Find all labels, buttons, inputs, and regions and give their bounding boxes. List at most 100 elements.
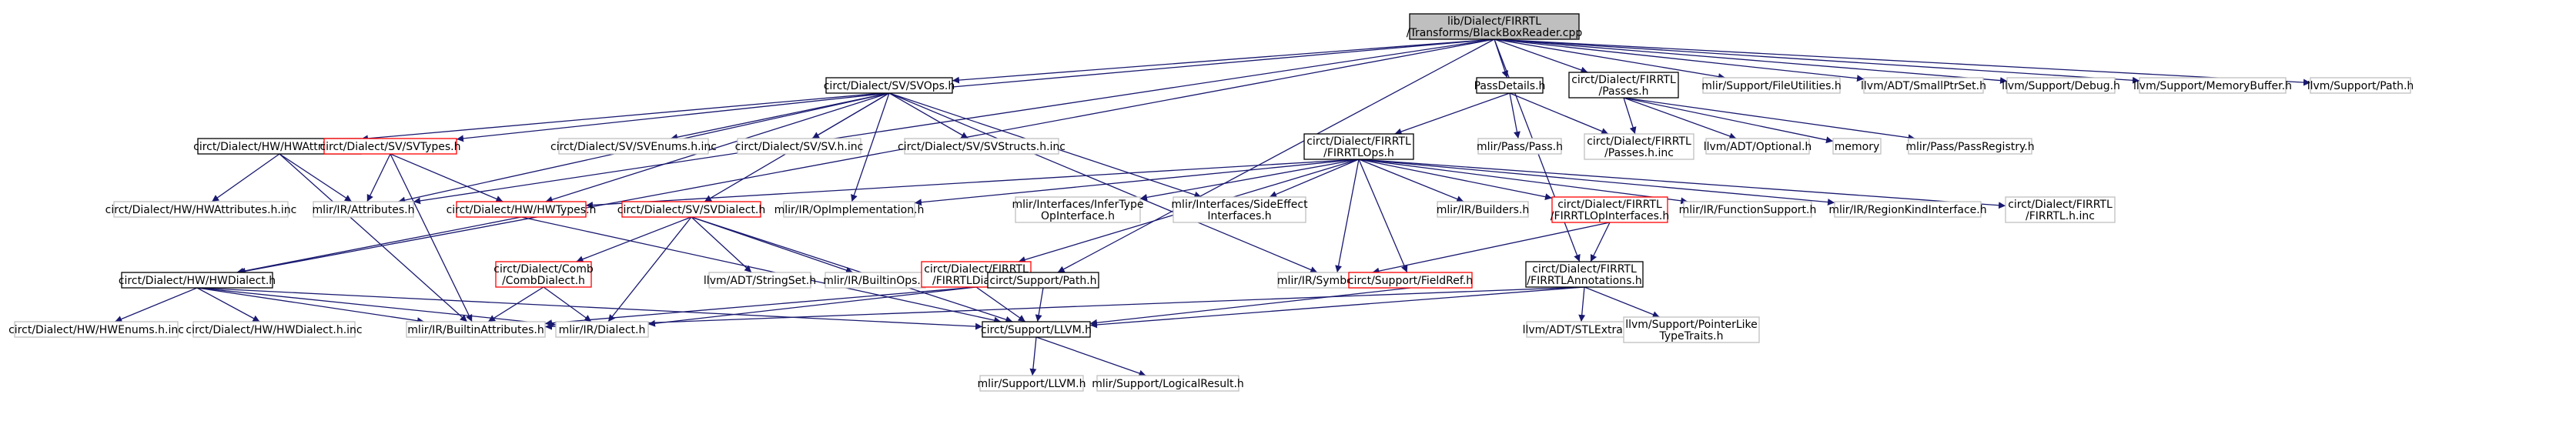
edge-llvmh-to-mlirllvm xyxy=(1029,336,1037,376)
edge-passdetails-to-passesinc xyxy=(1509,92,1609,135)
node-box xyxy=(1568,72,1679,99)
node-stringset[interactable]: llvm/ADT/StringSet.h xyxy=(704,272,816,289)
edge-svops-to-opimpl xyxy=(851,92,890,202)
node-builtinattrs[interactable]: mlir/IR/BuiltinAttributes.h xyxy=(406,321,546,338)
node-fileutil[interactable]: mlir/Support/FileUtilities.h xyxy=(1701,77,1842,94)
node-label: /FIRRTLOpInterfaces.h xyxy=(1551,210,1669,222)
node-fieldref[interactable]: circt/Support/FieldRef.h xyxy=(1348,272,1473,289)
node-svstructs[interactable]: circt/Dialect/SV/SVStructs.h.inc xyxy=(898,138,1066,155)
node-mlirpass[interactable]: mlir/Pass/Pass.h xyxy=(1477,138,1563,155)
node-regionkind[interactable]: mlir/IR/RegionKindInterface.h xyxy=(1828,201,1987,218)
node-box xyxy=(406,321,546,338)
node-label: /FIRRTLOps.h xyxy=(1323,147,1394,159)
node-supportpath[interactable]: circt/Support/Path.h xyxy=(987,272,1099,289)
node-svenums[interactable]: circt/Dialect/SV/SVEnums.h.inc xyxy=(550,138,717,155)
node-hwattrs[interactable]: circt/Dialect/HW/HWAttributes.h xyxy=(193,138,366,155)
node-optional[interactable]: llvm/ADT/Optional.h xyxy=(1704,138,1812,155)
edge-root-to-firpasses xyxy=(1494,38,1588,74)
node-label: circt/Dialect/FIRRTL xyxy=(1557,199,1662,211)
node-hwenums[interactable]: circt/Dialect/HW/HWEnums.h.inc xyxy=(8,321,184,338)
edge-combdialect-to-builtinattrs xyxy=(487,286,544,322)
node-box xyxy=(2005,196,2116,223)
node-firops[interactable]: circt/Dialect/FIRRTL/FIRRTLOps.h xyxy=(1303,133,1414,160)
node-firopintf[interactable]: circt/Dialect/FIRRTL/FIRRTLOpInterfaces.… xyxy=(1551,196,1669,223)
node-firpasses[interactable]: circt/Dialect/FIRRTL/Passes.h xyxy=(1568,72,1679,99)
node-label: mlir/IR/BuiltinAttributes.h xyxy=(407,324,544,336)
node-label: circt/Dialect/FIRRTL xyxy=(1306,135,1411,148)
node-mlirattrs[interactable]: mlir/IR/Attributes.h xyxy=(313,201,415,218)
node-debug[interactable]: llvm/Support/Debug.h xyxy=(2002,77,2120,94)
edge-passdetails-to-mlirpass xyxy=(1509,92,1521,139)
edge-root-to-fileutil xyxy=(1494,38,1726,80)
edge-firpasses-to-passesinc xyxy=(1623,97,1637,135)
node-label: mlir/IR/RegionKindInterface.h xyxy=(1828,204,1986,216)
node-firrtlhinc[interactable]: circt/Dialect/FIRRTL/FIRRTL.h.inc xyxy=(2005,196,2116,223)
edge-passdetails-to-firops xyxy=(1394,92,1510,135)
node-label: mlir/Interfaces/InferType xyxy=(1012,199,1143,211)
node-firannot[interactable]: circt/Dialect/FIRRTL/FIRRTLAnnotations.h xyxy=(1525,261,1644,288)
node-label: /CombDialect.h xyxy=(502,275,585,287)
edge-hwdialect-to-llvmh xyxy=(196,287,983,330)
node-stlextras[interactable]: llvm/ADT/STLExtras.h xyxy=(1523,321,1639,338)
edge-firops-to-fieldref xyxy=(1358,159,1408,273)
node-memory[interactable]: memory xyxy=(1832,138,1882,155)
node-box xyxy=(783,201,915,218)
node-opimpl[interactable]: mlir/IR/OpImplementation.h xyxy=(774,201,925,218)
node-box xyxy=(1834,201,1982,218)
node-label: circt/Dialect/HW/HWAttributes.h.inc xyxy=(105,204,297,216)
node-builders[interactable]: mlir/IR/Builders.h xyxy=(1437,201,1530,218)
node-box xyxy=(1683,201,1812,218)
node-svhinc[interactable]: circt/Dialect/SV/SV.h.inc xyxy=(735,138,864,155)
node-label: circt/Support/FieldRef.h xyxy=(1348,275,1473,287)
node-passdetails[interactable]: PassDetails.h xyxy=(1474,77,1546,94)
node-membuf[interactable]: llvm/Support/MemoryBuffer.h xyxy=(2133,77,2292,94)
node-hwattrsinc[interactable]: circt/Dialect/HW/HWAttributes.h.inc xyxy=(105,201,297,218)
node-llvmh[interactable]: circt/Support/LLVM.h xyxy=(981,321,1092,338)
node-label: llvm/Support/PointerLike xyxy=(1625,319,1758,331)
node-combdialect[interactable]: circt/Dialect/Comb/CombDialect.h xyxy=(493,261,594,288)
edge-firdialect-to-builtinattrs xyxy=(544,286,977,327)
node-path[interactable]: llvm/Support/Path.h xyxy=(2307,77,2414,94)
node-label: circt/Dialect/SV/SVStructs.h.inc xyxy=(898,141,1066,153)
edge-firops-to-symtable xyxy=(1335,159,1360,273)
node-box xyxy=(113,201,289,218)
node-hwtypes[interactable]: circt/Dialect/HW/HWTypes.h xyxy=(447,201,597,218)
node-label: mlir/IR/Builders.h xyxy=(1437,204,1530,216)
node-root: lib/Dialect/FIRRTL/Transforms/BlackBoxRe… xyxy=(1407,13,1582,40)
node-smallptr[interactable]: llvm/ADT/SmallPtrSet.h xyxy=(1861,77,1986,94)
node-passreg[interactable]: mlir/Pass/PassRegistry.h xyxy=(1905,138,2035,155)
edge-firops-to-funcsupport xyxy=(1358,159,1688,205)
node-svtypes[interactable]: circt/Dialect/SV/SVTypes.h xyxy=(319,138,461,155)
node-passesinc[interactable]: circt/Dialect/FIRRTL/Passes.h.inc xyxy=(1584,133,1694,160)
node-builtinops[interactable]: mlir/IR/BuiltinOps.h xyxy=(823,272,928,289)
node-logicalresult[interactable]: mlir/Support/LogicalResult.h xyxy=(1092,375,1244,392)
node-label: mlir/IR/FunctionSupport.h xyxy=(1679,204,1817,216)
node-box xyxy=(1476,77,1544,94)
node-label: PassDetails.h xyxy=(1474,80,1546,92)
node-label: mlir/Support/FileUtilities.h xyxy=(1701,80,1841,92)
node-svops[interactable]: circt/Dialect/SV/SVOps.h xyxy=(824,77,955,94)
edge-hwattrs-to-hwattrsinc xyxy=(211,153,280,202)
edge-llvmh-to-logicalresult xyxy=(1035,336,1146,377)
node-box xyxy=(555,321,649,338)
node-mlirllvm[interactable]: mlir/Support/LLVM.h xyxy=(978,375,1086,392)
edge-hwdialect-to-builtinattrs xyxy=(196,287,425,325)
node-box xyxy=(1015,196,1141,223)
edge-firops-to-regionkind xyxy=(1358,159,1835,206)
node-label: llvm/ADT/STLExtras.h xyxy=(1523,324,1639,336)
node-label: llvm/Support/Debug.h xyxy=(2002,80,2120,92)
node-label: circt/Dialect/HW/HWAttributes.h xyxy=(193,141,366,153)
node-label: TypeTraits.h xyxy=(1659,330,1724,342)
node-funcsupport[interactable]: mlir/IR/FunctionSupport.h xyxy=(1679,201,1817,218)
node-hwdialect[interactable]: circt/Dialect/HW/HWDialect.h xyxy=(119,272,276,289)
node-mlirdialect[interactable]: mlir/IR/Dialect.h xyxy=(555,321,649,338)
node-label: mlir/IR/Attributes.h xyxy=(313,204,415,216)
node-box xyxy=(825,77,953,94)
node-svdialect[interactable]: circt/Dialect/SV/SVDialect.h xyxy=(617,201,766,218)
edge-firannot-to-llvmh xyxy=(1089,286,1585,329)
node-hwdialectinc[interactable]: circt/Dialect/HW/HWDialect.h.inc xyxy=(186,321,363,338)
node-label: mlir/Pass/PassRegistry.h xyxy=(1905,141,2034,153)
